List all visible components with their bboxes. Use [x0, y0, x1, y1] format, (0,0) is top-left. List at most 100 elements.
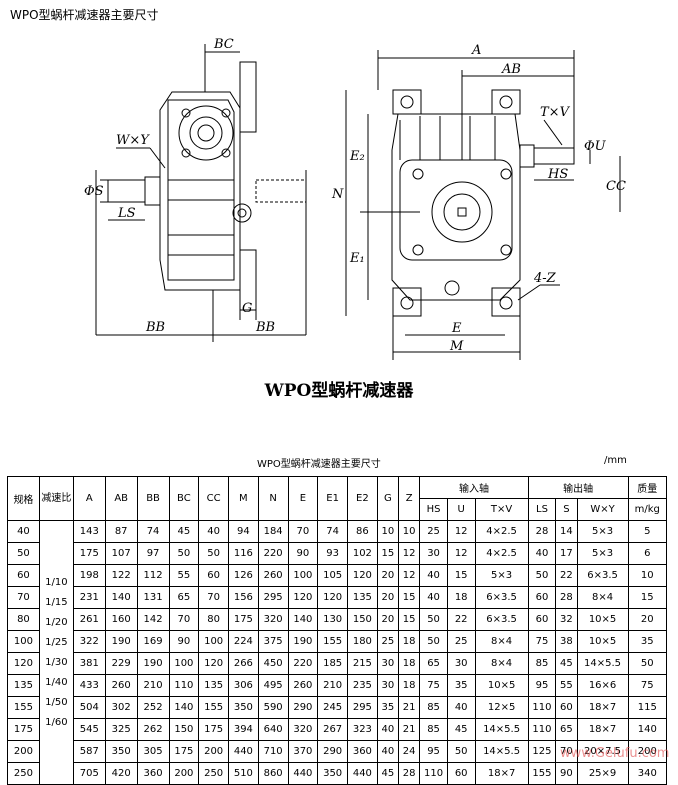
- value-cell: 175: [198, 718, 229, 741]
- value-cell: 160: [104, 608, 138, 631]
- value-cell: 5: [627, 520, 668, 543]
- value-cell: 360: [347, 740, 378, 763]
- ratio-value: 1/30: [45, 656, 68, 668]
- value-cell: 190: [136, 652, 170, 675]
- drawing-caption: WPO型蜗杆减速器: [264, 381, 414, 401]
- value-cell: 21: [397, 696, 421, 719]
- label-m: M: [449, 339, 464, 354]
- header-weight: 质量: [627, 476, 668, 499]
- value-cell: 210: [136, 674, 170, 697]
- value-cell: 140: [168, 696, 200, 719]
- value-cell: 40: [376, 718, 400, 741]
- label-bb-right: BB: [255, 320, 275, 335]
- side-view: [107, 61, 307, 311]
- value-cell: 231: [72, 586, 106, 609]
- value-cell: 210: [317, 674, 348, 697]
- value-cell: 116: [228, 542, 259, 565]
- value-cell: 107: [104, 542, 138, 565]
- value-cell: 75: [627, 674, 668, 697]
- header-m: M: [228, 476, 259, 521]
- value-cell: 40: [198, 520, 229, 543]
- value-cell: 122: [104, 564, 138, 587]
- value-cell: 70: [198, 586, 229, 609]
- value-cell: 85: [527, 652, 557, 675]
- header-cc: CC: [198, 476, 229, 521]
- value-cell: 40: [527, 542, 557, 565]
- value-cell: 5×3: [576, 542, 629, 565]
- value-cell: 60: [446, 762, 476, 785]
- value-cell: 440: [228, 740, 259, 763]
- value-cell: 30: [376, 652, 400, 675]
- value-cell: 10: [627, 564, 668, 587]
- value-cell: 322: [72, 630, 106, 653]
- value-cell: 252: [136, 696, 170, 719]
- label-a: A: [471, 43, 481, 58]
- value-cell: 290: [317, 740, 348, 763]
- value-cell: 140: [104, 586, 138, 609]
- value-cell: 22: [446, 608, 476, 631]
- value-cell: 28: [555, 586, 578, 609]
- value-cell: 135: [198, 674, 229, 697]
- watermark: www.Gelufu.com: [560, 746, 670, 761]
- value-cell: 60: [527, 586, 557, 609]
- value-cell: 120: [287, 586, 319, 609]
- value-cell: 30: [446, 652, 476, 675]
- front-view-dimensions: [345, 50, 621, 360]
- value-cell: 175: [228, 608, 259, 631]
- spec-cell: 50: [7, 542, 40, 565]
- spec-cell: 70: [7, 586, 40, 609]
- value-cell: 504: [72, 696, 106, 719]
- spec-cell: 120: [7, 652, 40, 675]
- value-cell: 20: [376, 586, 400, 609]
- value-cell: 640: [257, 718, 289, 741]
- value-cell: 25×9: [576, 762, 629, 785]
- value-cell: 140: [287, 608, 319, 631]
- value-cell: 60: [555, 696, 578, 719]
- value-cell: 24: [397, 740, 421, 763]
- value-cell: 180: [347, 630, 378, 653]
- header-input-shaft: 输入轴: [419, 476, 529, 499]
- value-cell: 126: [228, 564, 259, 587]
- label-n: N: [331, 187, 344, 202]
- value-cell: 260: [104, 674, 138, 697]
- value-cell: 60: [198, 564, 229, 587]
- value-cell: 235: [347, 674, 378, 697]
- table-title: WPO型蜗杆减速器主要尺寸: [257, 459, 381, 470]
- value-cell: 190: [104, 630, 138, 653]
- value-cell: 184: [257, 520, 289, 543]
- value-cell: 15: [397, 586, 421, 609]
- label-e: E: [451, 321, 462, 336]
- value-cell: 156: [228, 586, 259, 609]
- value-cell: 28: [527, 520, 557, 543]
- value-cell: 169: [136, 630, 170, 653]
- value-cell: 110: [527, 696, 557, 719]
- value-cell: 15: [376, 542, 400, 565]
- value-cell: 32: [555, 608, 578, 631]
- value-cell: 545: [72, 718, 106, 741]
- header-ab: AB: [104, 476, 138, 521]
- value-cell: 50: [168, 542, 200, 565]
- label-bb-left: BB: [145, 320, 165, 335]
- value-cell: 420: [104, 762, 138, 785]
- value-cell: 45: [446, 718, 476, 741]
- spec-cell: 80: [7, 608, 40, 631]
- value-cell: 35: [627, 630, 668, 653]
- value-cell: 220: [257, 542, 289, 565]
- value-cell: 5×3: [576, 520, 629, 543]
- value-cell: 302: [104, 696, 138, 719]
- spec-cell: 155: [7, 696, 40, 719]
- value-cell: 93: [317, 542, 348, 565]
- value-cell: 306: [228, 674, 259, 697]
- value-cell: 10: [397, 520, 421, 543]
- value-cell: 15: [397, 608, 421, 631]
- spec-cell: 100: [7, 630, 40, 653]
- value-cell: 8×4: [576, 586, 629, 609]
- value-cell: 131: [136, 586, 170, 609]
- value-cell: 224: [228, 630, 259, 653]
- value-cell: 100: [287, 564, 319, 587]
- value-cell: 112: [136, 564, 170, 587]
- value-cell: 65: [555, 718, 578, 741]
